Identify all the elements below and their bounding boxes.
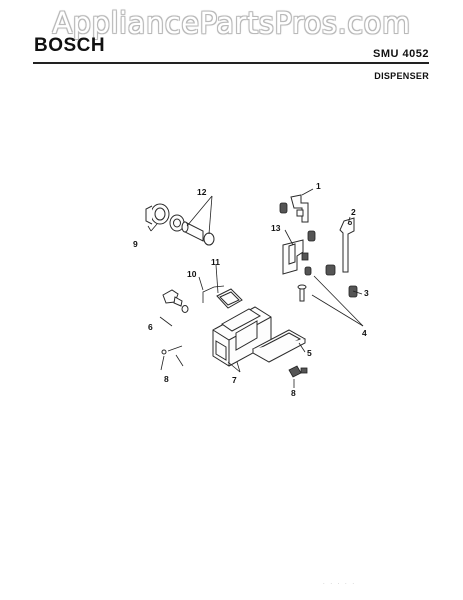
footer-dots: . . . . . (323, 580, 357, 586)
part-lever-2 (339, 217, 355, 273)
section-title: DISPENSER (374, 71, 429, 81)
part-housing-13 (282, 239, 309, 275)
part-springs (279, 202, 358, 298)
callout-1: 1 (316, 181, 321, 191)
part-gasket-11 (216, 288, 243, 309)
part-screw-4 (297, 284, 307, 302)
part-clip-8a (161, 345, 183, 355)
brand-logo: BOSCH (34, 35, 106, 56)
header-rule (33, 62, 429, 64)
part-bracket-1 (290, 194, 309, 223)
callout-2: 2 (351, 207, 356, 217)
part-clip-8b (288, 365, 308, 378)
callout-10: 10 (187, 269, 197, 279)
callout-12: 12 (197, 187, 207, 197)
callout-9: 9 (133, 239, 138, 249)
callout-8: 8 (164, 374, 169, 384)
callout-7: 7 (232, 375, 237, 385)
part-gasket-5 (251, 329, 307, 363)
model-number: SMU 4052 (373, 48, 429, 60)
callout-11: 11 (211, 257, 220, 267)
callout-5: 5 (307, 348, 312, 358)
part-wire-10 (202, 285, 225, 303)
watermark: AppliancePartsPros.com (52, 6, 411, 40)
callout-3: 3 (364, 288, 369, 298)
part-knob-6 (162, 289, 189, 313)
leader-lines (147, 188, 364, 388)
callout-6: 6 (148, 322, 153, 332)
part-dispenser-body-7 (212, 306, 272, 367)
callout-4: 4 (362, 328, 367, 338)
callout-8-second: 8 (291, 388, 296, 398)
callout-13: 13 (271, 223, 281, 233)
part-cap-assembly (145, 203, 215, 246)
